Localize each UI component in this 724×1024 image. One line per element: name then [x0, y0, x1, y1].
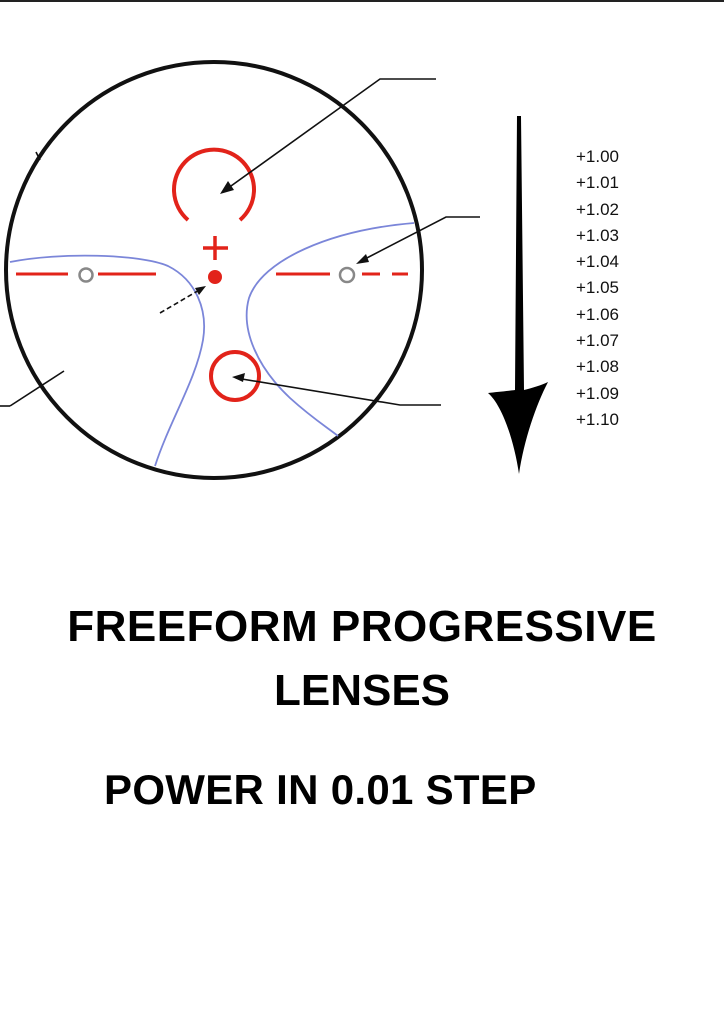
- lens-outline: [4, 60, 424, 480]
- near-reference-circle: [209, 350, 261, 402]
- corridor-right-boundary: [245, 222, 415, 437]
- leader-line-distance: [223, 78, 436, 192]
- corridor-left-boundary: [9, 254, 205, 467]
- arrowhead-distance: [220, 181, 234, 194]
- leader-line-tick-top-left: [35, 151, 41, 161]
- power-scale-list: +1.00 +1.01 +1.02 +1.03 +1.04 +1.05 +1.0…: [566, 144, 646, 433]
- leader-line-prism: [159, 288, 202, 314]
- prism-reference-dot: [208, 270, 222, 284]
- power-value: +1.06: [576, 304, 620, 324]
- progressive-lens-diagram: [0, 60, 548, 480]
- title-line-2: LENSES: [273, 666, 451, 715]
- leader-line-engraving: [360, 216, 480, 262]
- top-border-line: [0, 0, 724, 2]
- power-value: +1.10: [576, 409, 620, 429]
- arrowhead-engraving: [356, 254, 369, 264]
- power-value: +1.05: [576, 278, 620, 298]
- power-value: +1.03: [576, 225, 620, 245]
- power-value: +1.07: [576, 331, 620, 351]
- leader-line-near: [235, 377, 441, 406]
- engraving-circle-right: [338, 266, 356, 284]
- power-value: +1.08: [576, 357, 620, 377]
- subtitle: POWER IN 0.01 STEP: [104, 766, 537, 813]
- engraving-circle-left: [78, 267, 94, 283]
- power-direction-arrow: [488, 116, 548, 474]
- power-value: +1.01: [576, 173, 620, 193]
- power-value: +1.02: [576, 199, 620, 219]
- arrowhead-prism: [195, 286, 206, 295]
- distance-reference-arc: [172, 147, 256, 222]
- power-value: +1.04: [576, 252, 620, 272]
- leader-line-lens-area: [9, 370, 65, 407]
- title-line-1: FREEFORM PROGRESSIVE: [67, 602, 657, 651]
- power-value: +1.09: [576, 383, 620, 403]
- arrowhead-near: [232, 373, 245, 382]
- power-value: +1.00: [576, 147, 620, 166]
